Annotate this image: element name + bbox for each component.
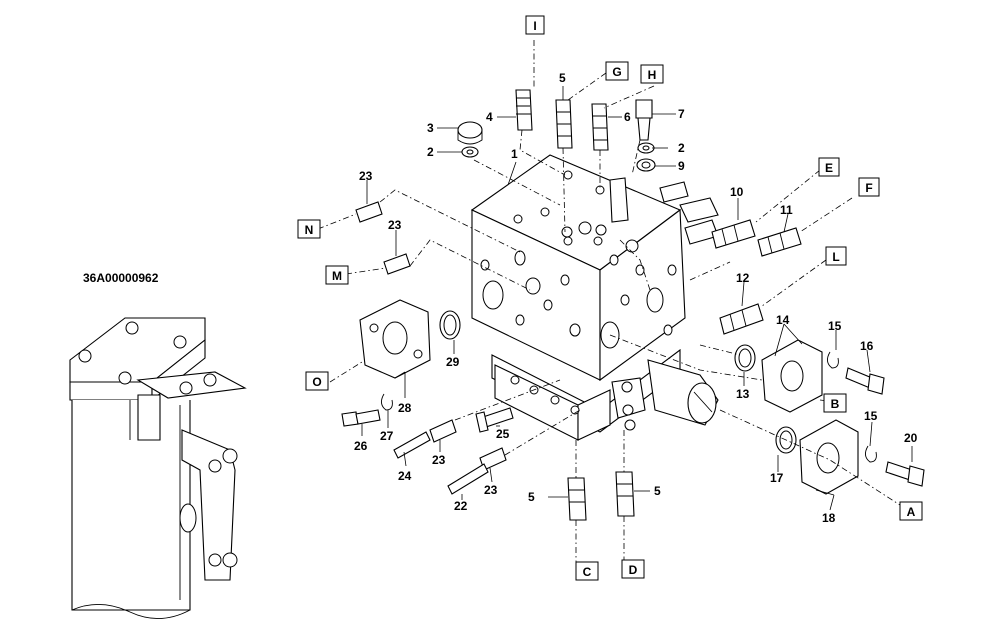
callout-3: 3 bbox=[427, 121, 434, 135]
callout-28: 28 bbox=[398, 401, 412, 415]
fitting-5-top bbox=[555, 99, 573, 149]
connection-box-f: F bbox=[858, 177, 880, 197]
clip-15-top bbox=[827, 351, 839, 369]
connection-box-d: D bbox=[621, 559, 645, 579]
fitting-10 bbox=[711, 219, 756, 249]
svg-text:M: M bbox=[332, 269, 342, 283]
callout-6: 6 bbox=[624, 110, 631, 124]
callout-20: 20 bbox=[904, 431, 918, 445]
connection-box-l: L bbox=[825, 246, 847, 266]
oring-13 bbox=[734, 344, 756, 372]
callout-15-bottom: 15 bbox=[864, 409, 878, 423]
oring-29 bbox=[439, 310, 461, 340]
flange-28 bbox=[359, 299, 431, 379]
reference-number: 36A00000962 bbox=[83, 271, 159, 285]
svg-text:O: O bbox=[312, 375, 321, 389]
callout-17: 17 bbox=[770, 471, 784, 485]
washer-2-left bbox=[461, 146, 479, 158]
connection-box-g: G bbox=[605, 61, 629, 81]
svg-text:C: C bbox=[583, 565, 592, 579]
connection-box-c: C bbox=[575, 561, 599, 581]
fitting-23-mid bbox=[383, 253, 411, 275]
fitting-9 bbox=[636, 158, 656, 172]
callout-23-low1: 23 bbox=[432, 453, 446, 467]
svg-text:L: L bbox=[832, 250, 839, 264]
callout-18: 18 bbox=[822, 511, 836, 525]
callout-11: 11 bbox=[780, 203, 793, 217]
callout-2-left: 2 bbox=[427, 145, 434, 159]
fitting-5-bottom-right bbox=[615, 471, 635, 517]
flange-14 bbox=[761, 339, 823, 413]
callout-22: 22 bbox=[454, 499, 468, 513]
svg-text:E: E bbox=[825, 161, 833, 175]
bolt-25 bbox=[475, 407, 514, 433]
callout-5-bottom-right: 5 bbox=[654, 484, 661, 498]
fitting-12 bbox=[719, 303, 764, 335]
washer-2-right bbox=[637, 142, 655, 154]
svg-text:N: N bbox=[305, 223, 314, 237]
clip-15-bottom bbox=[865, 445, 877, 463]
svg-text:H: H bbox=[648, 68, 657, 82]
fitting-23-low1 bbox=[429, 419, 457, 443]
connection-box-o: O bbox=[305, 371, 329, 391]
assembly-centerlines bbox=[317, 40, 901, 566]
callout-29: 29 bbox=[446, 355, 460, 369]
callout-leaders bbox=[361, 86, 913, 511]
connection-box-h: H bbox=[640, 64, 664, 84]
callout-24: 24 bbox=[398, 469, 412, 483]
svg-text:B: B bbox=[831, 397, 840, 411]
bolt-20 bbox=[885, 461, 925, 487]
mounting-bracket bbox=[69, 317, 247, 619]
callout-27: 27 bbox=[380, 429, 394, 443]
callout-23-mid: 23 bbox=[388, 218, 402, 232]
pin-24 bbox=[393, 431, 431, 459]
callout-23-low2: 23 bbox=[484, 483, 498, 497]
connection-box-m: M bbox=[325, 265, 349, 285]
callout-10: 10 bbox=[730, 185, 744, 199]
connection-box-n: N bbox=[297, 219, 321, 239]
svg-text:I: I bbox=[533, 19, 536, 33]
callout-5-top: 5 bbox=[559, 71, 566, 85]
connection-boxes: I G H E F L N M bbox=[297, 15, 923, 581]
valve-block bbox=[470, 154, 719, 441]
pin-22 bbox=[447, 463, 489, 495]
bolt-26 bbox=[341, 409, 381, 427]
connection-box-i: I bbox=[525, 15, 545, 35]
fitting-23-top bbox=[355, 201, 383, 223]
cap-3 bbox=[457, 121, 483, 145]
fitting-6 bbox=[591, 103, 609, 151]
svg-text:G: G bbox=[612, 65, 621, 79]
svg-text:A: A bbox=[907, 505, 916, 519]
connection-box-a: A bbox=[899, 501, 923, 521]
callout-12: 12 bbox=[736, 271, 750, 285]
lower-plate-holes bbox=[510, 375, 580, 415]
connection-box-b: B bbox=[823, 393, 847, 413]
callout-14: 14 bbox=[776, 313, 790, 327]
callout-26: 26 bbox=[354, 439, 368, 453]
fitting-11 bbox=[757, 227, 802, 257]
clip-27 bbox=[381, 393, 393, 411]
callout-2-right: 2 bbox=[678, 141, 685, 155]
callout-15-top: 15 bbox=[828, 319, 842, 333]
callout-13: 13 bbox=[736, 387, 750, 401]
bolt-16 bbox=[845, 367, 885, 395]
callout-labels: 1 2 2 3 4 5 5 5 6 7 9 10 11 12 13 14 15 … bbox=[354, 71, 918, 525]
callout-5-bottom-left: 5 bbox=[528, 490, 535, 504]
callout-9: 9 bbox=[678, 159, 685, 173]
connection-box-e: E bbox=[818, 157, 840, 177]
callout-1: 1 bbox=[511, 147, 518, 161]
fitting-4 bbox=[515, 89, 533, 131]
callout-16: 16 bbox=[860, 339, 874, 353]
callout-23-top: 23 bbox=[359, 169, 373, 183]
fitting-5-bottom-left bbox=[567, 477, 587, 521]
flange-18 bbox=[799, 419, 859, 495]
svg-text:F: F bbox=[865, 181, 872, 195]
plug-7 bbox=[635, 99, 653, 141]
callout-4: 4 bbox=[486, 110, 493, 124]
callout-25: 25 bbox=[496, 427, 510, 441]
callout-7: 7 bbox=[678, 107, 685, 121]
svg-text:D: D bbox=[629, 563, 638, 577]
